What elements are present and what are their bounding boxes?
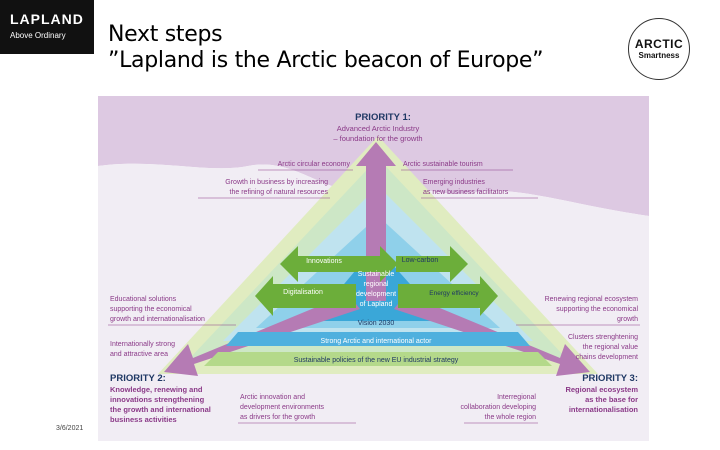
internationally-line1: Internationally strong: [110, 341, 175, 348]
smartness-logo-text: Smartness: [638, 51, 680, 60]
digitalisation-label: Digitalisation: [283, 289, 323, 296]
center-line2: regional: [364, 281, 389, 288]
priority2-line2: innovations strengthening: [110, 395, 205, 404]
center-line3: development: [356, 291, 396, 298]
emerging-line2: as new business facilitators: [423, 189, 509, 196]
priority1-line1: Advanced Arctic Industry: [337, 124, 420, 133]
priorities-diagram: PRIORITY 1: Advanced Arctic Industry – f…: [98, 96, 649, 441]
renewing-line1: Renewing regional ecosystem: [545, 296, 639, 303]
innovation-env-line3: as drivers for the growth: [240, 414, 315, 421]
slide-date: 3/6/2021: [56, 425, 84, 432]
priority2-title: PRIORITY 2:: [110, 373, 166, 384]
priority2-line4: business activities: [110, 415, 177, 424]
emerging-line1: Emerging industries: [423, 179, 485, 186]
center-line4: of Lapland: [360, 301, 393, 308]
priority2-line1: Knowledge, renewing and: [110, 385, 203, 394]
energy-efficiency-label: Energy efficiency: [429, 290, 479, 297]
arctic-logo-text: ARCTIC: [634, 37, 684, 51]
interregional-line3: the whole region: [485, 414, 536, 421]
strong-actor-label: Strong Arctic and international actor: [321, 338, 433, 345]
priority1-line2: – foundation for the growth: [333, 134, 422, 143]
policies-band: [204, 352, 552, 366]
arrow-digitalisation: [255, 276, 356, 316]
arrow-energy-efficiency: [398, 276, 498, 316]
internationally-line2: and attractive area: [110, 351, 168, 358]
slide-title-line2: ”Lapland is the Arctic beacon of Europe”: [108, 48, 544, 73]
clusters-line2: the regional value: [583, 344, 638, 351]
slide-title-line1: Next steps: [108, 22, 223, 47]
arrow-lowcarbon-head: [396, 246, 468, 282]
priority1-title: PRIORITY 1:: [355, 112, 411, 123]
educational-line2: supporting the economical: [110, 306, 192, 313]
growth-refining-line1: Growth in business by increasing: [225, 179, 328, 186]
lapland-logo-text: LAPLAND: [10, 11, 84, 27]
lapland-logo: LAPLAND Above Ordinary: [0, 0, 94, 54]
priority3-line1: Regional ecosystem: [565, 385, 638, 394]
renewing-line3: growth: [617, 316, 638, 323]
priority3-line2: as the base for: [585, 395, 638, 404]
arctic-smartness-logo: ARCTIC Smartness: [628, 18, 690, 80]
arrow-innovations-lowcarbon: [280, 246, 398, 282]
educational-line3: growth and internationalisation: [110, 316, 205, 323]
priority2-line3: the growth and international: [110, 405, 211, 414]
growth-refining-line2: the refining of natural resources: [230, 189, 329, 196]
interregional-line1: Interregional: [497, 394, 536, 401]
sustainable-policies-label: Sustainable policies of the new EU indus…: [294, 357, 459, 364]
innovations-label: Innovations: [306, 258, 342, 265]
clusters-line1: Clusters strenghtening: [568, 334, 638, 341]
educational-line1: Educational solutions: [110, 296, 177, 303]
interregional-line2: collaboration developing: [461, 404, 537, 411]
lapland-logo-tagline: Above Ordinary: [10, 31, 66, 40]
sustainable-tourism-label: Arctic sustainable tourism: [403, 161, 483, 168]
innovation-env-line2: development environments: [240, 404, 325, 411]
strong-actor-band: [226, 332, 530, 346]
renewing-line2: supporting the economical: [556, 306, 638, 313]
priorities-diagram-svg: PRIORITY 1: Advanced Arctic Industry – f…: [98, 96, 649, 441]
priority3-line3: internationalisation: [569, 405, 639, 414]
clusters-line3: chains development: [576, 354, 638, 361]
priority3-title: PRIORITY 3:: [582, 373, 638, 384]
center-line1: Sustainable: [358, 271, 395, 278]
circular-economy-label: Arctic circular economy: [278, 161, 351, 168]
vision-label: Vision 2030: [358, 320, 395, 327]
low-carbon-label: Low-carbon: [402, 257, 439, 264]
slide-title: Next steps ”Lapland is the Arctic beacon…: [108, 22, 544, 74]
innovation-env-line1: Arctic innovation and: [240, 394, 305, 401]
